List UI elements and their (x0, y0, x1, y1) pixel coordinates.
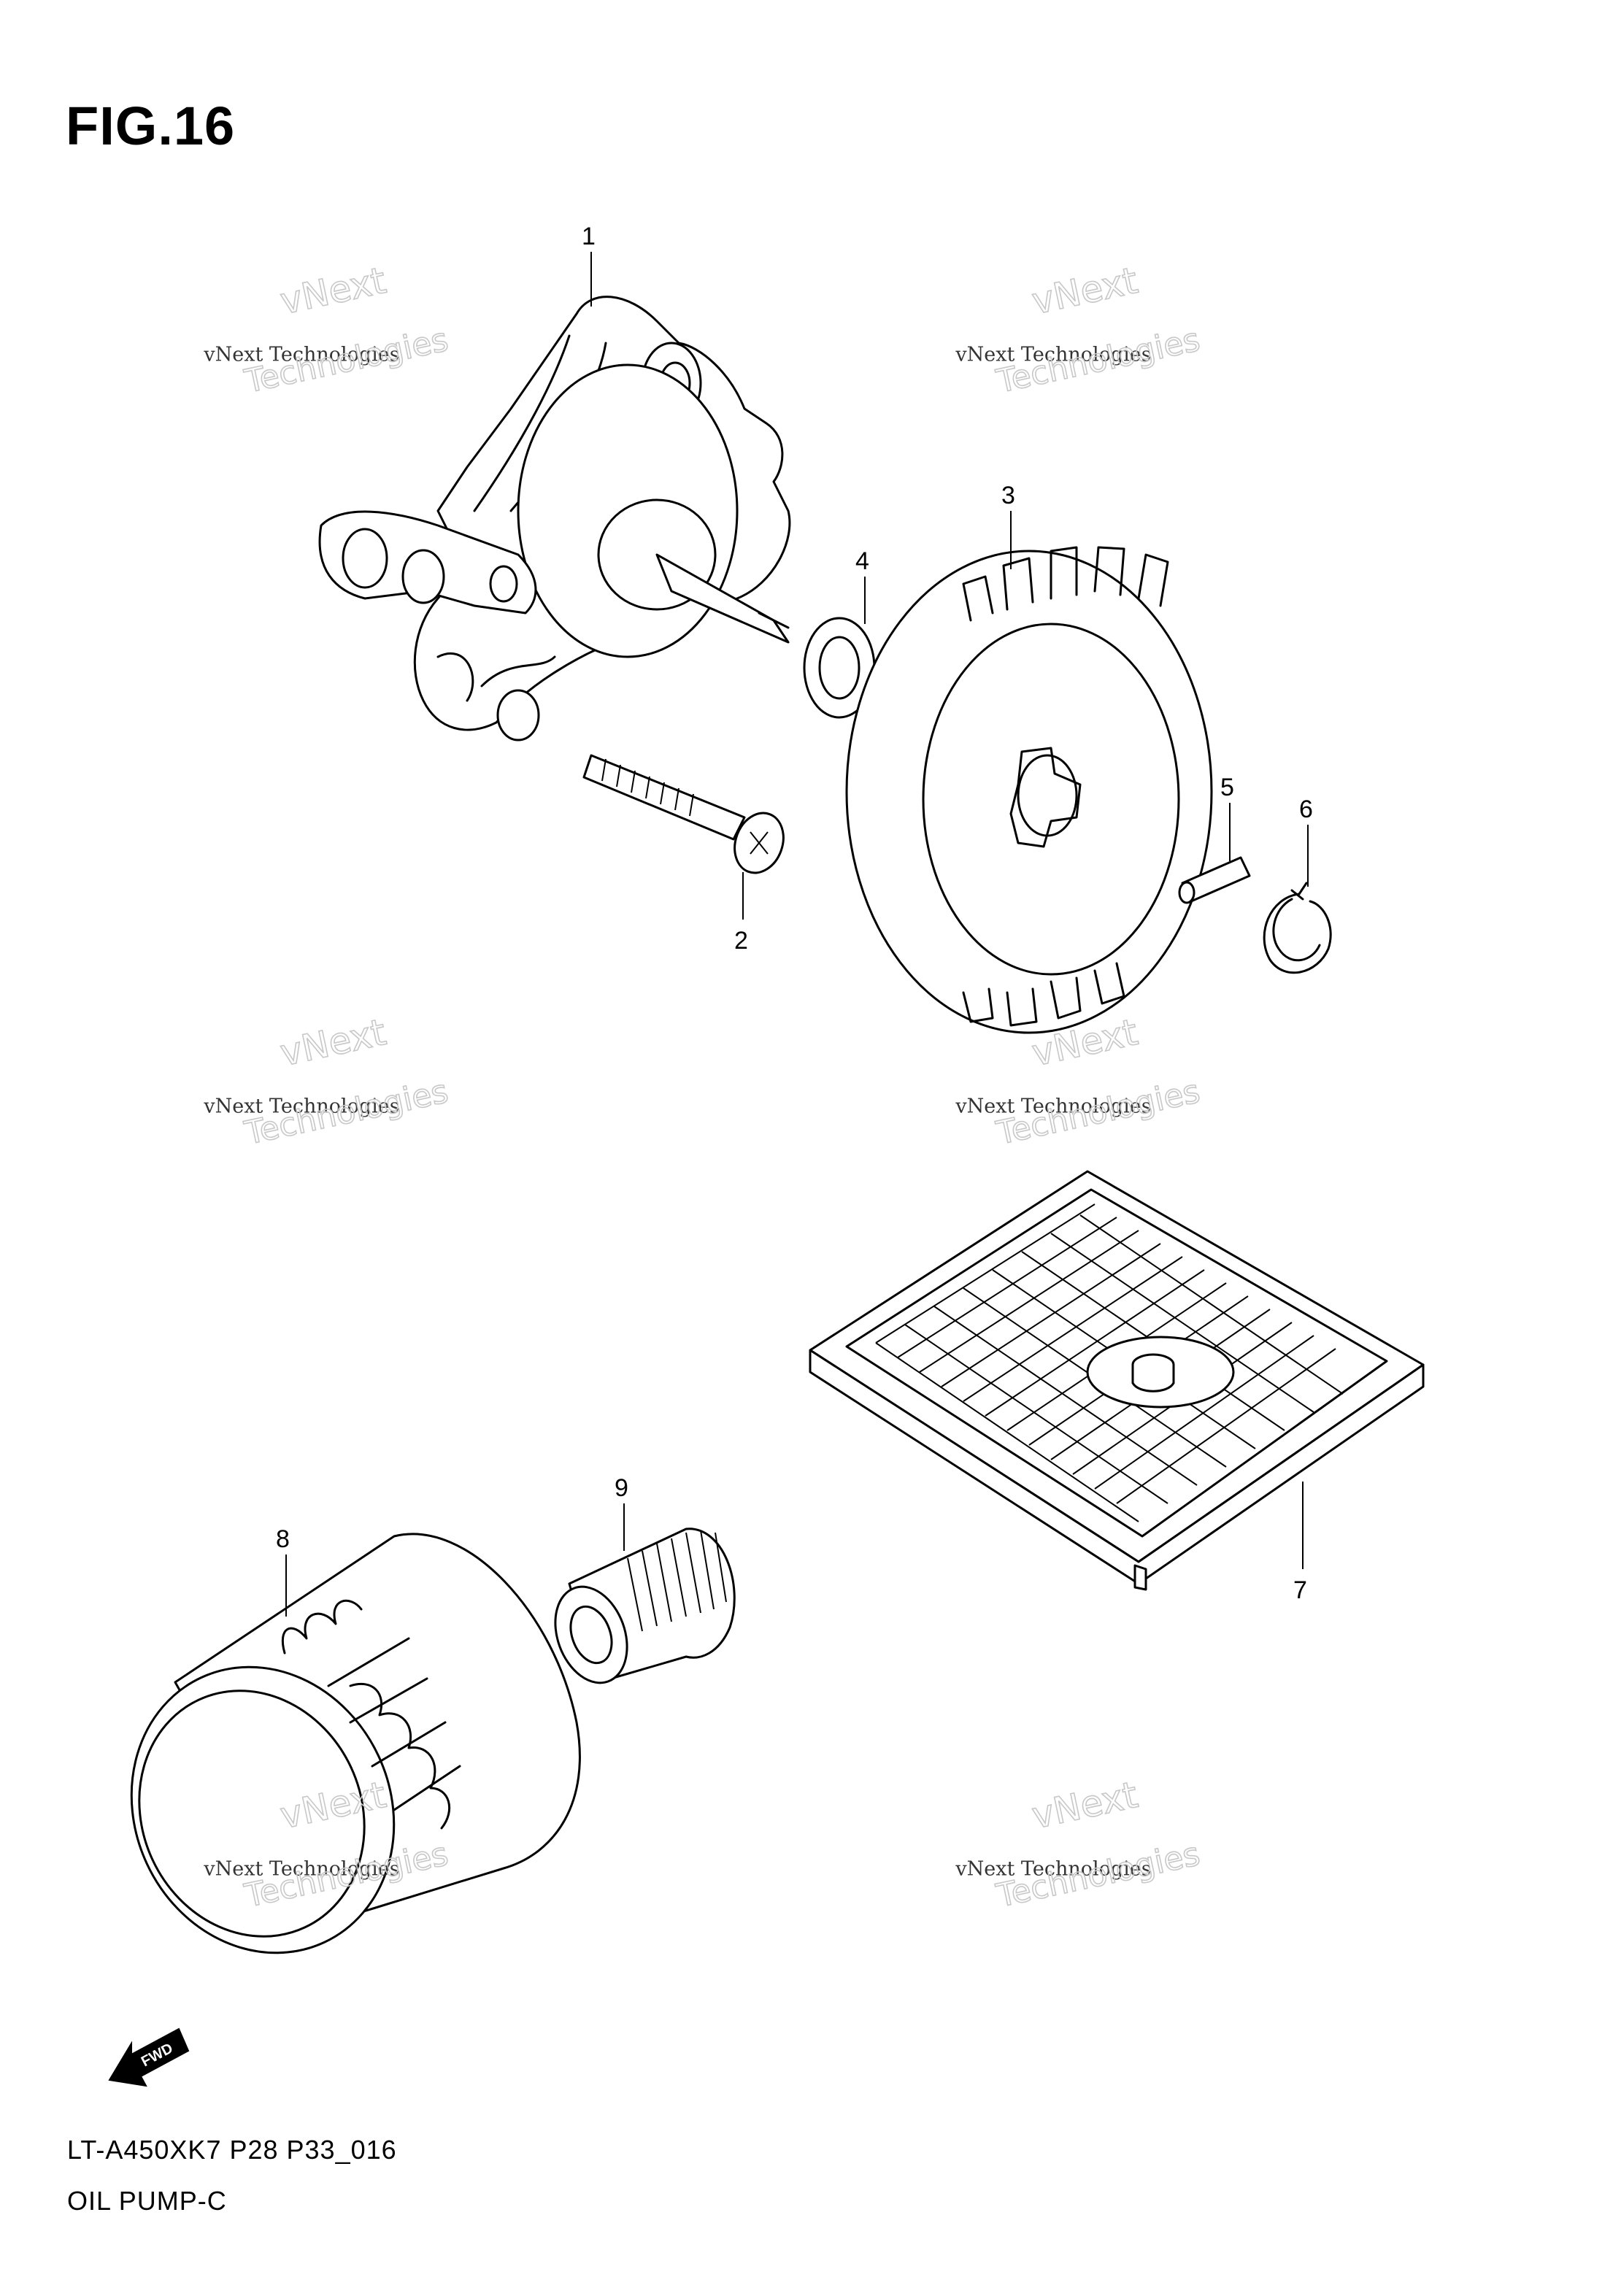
watermark-bottom-right: vNext vNext Technologies Technologies (955, 1773, 1204, 1915)
part-3-oil-pump-drive-gear[interactable] (845, 546, 1213, 1034)
svg-text:vNext Technologies: vNext Technologies (955, 1858, 1151, 1881)
callout-6: 6 (1299, 795, 1313, 887)
model-code: LT-A450XK7 P28 P33_016 (67, 2135, 397, 2165)
svg-text:2: 2 (734, 927, 748, 955)
svg-text:vNext: vNext (277, 1011, 390, 1074)
svg-text:vNext Technologies: vNext Technologies (203, 1095, 399, 1118)
part-2-bolt[interactable] (582, 754, 791, 879)
part-9-oil-filter-union[interactable] (543, 1528, 736, 1693)
figure-title: FIG.16 (66, 96, 236, 156)
svg-text:Technologies: Technologies (993, 321, 1203, 401)
callout-4: 4 (855, 547, 869, 624)
callout-8: 8 (276, 1525, 290, 1617)
part-6-circlip[interactable] (1263, 882, 1332, 974)
svg-text:4: 4 (855, 547, 869, 575)
svg-text:Technologies: Technologies (993, 1835, 1203, 1915)
svg-text:Technologies: Technologies (241, 1073, 451, 1152)
diagram-name: OIL PUMP-C (67, 2186, 227, 2216)
callout-1: 1 (582, 223, 596, 307)
watermark-middle-left: vNext vNext Technologies Technologies (203, 1010, 452, 1152)
svg-text:8: 8 (276, 1525, 290, 1553)
fwd-arrow-icon: FWD (108, 2027, 190, 2087)
part-4-washer[interactable] (803, 617, 876, 719)
svg-text:Technologies: Technologies (993, 1073, 1203, 1152)
svg-text:vNext Technologies: vNext Technologies (955, 1095, 1151, 1118)
callout-2: 2 (734, 872, 748, 955)
svg-text:vNext Technologies: vNext Technologies (955, 344, 1151, 366)
watermark-top-left: vNext vNext Technologies Technologies (203, 258, 452, 401)
callout-7: 7 (1293, 1482, 1307, 1604)
svg-text:5: 5 (1220, 774, 1234, 801)
part-7-oil-strainer[interactable] (809, 1170, 1425, 1591)
watermark-top-right: vNext vNext Technologies Technologies (955, 258, 1204, 401)
svg-text:Technologies: Technologies (241, 321, 451, 401)
callout-9: 9 (615, 1474, 628, 1551)
part-1-oil-pump-body[interactable] (318, 296, 791, 741)
svg-text:vNext Technologies: vNext Technologies (203, 344, 399, 366)
svg-text:9: 9 (615, 1474, 628, 1502)
part-5-pin[interactable] (1178, 856, 1251, 904)
svg-text:1: 1 (582, 223, 596, 250)
svg-text:vNext: vNext (1028, 259, 1141, 323)
callout-5: 5 (1220, 774, 1234, 861)
svg-text:vNext Technologies: vNext Technologies (203, 1858, 399, 1881)
svg-text:7: 7 (1293, 1576, 1307, 1604)
svg-text:3: 3 (1001, 482, 1015, 509)
part-8-oil-filter[interactable] (85, 1533, 581, 1996)
svg-text:vNext: vNext (1028, 1773, 1141, 1837)
callout-3: 3 (1001, 482, 1015, 569)
svg-text:vNext: vNext (277, 259, 390, 323)
svg-text:6: 6 (1299, 795, 1313, 823)
